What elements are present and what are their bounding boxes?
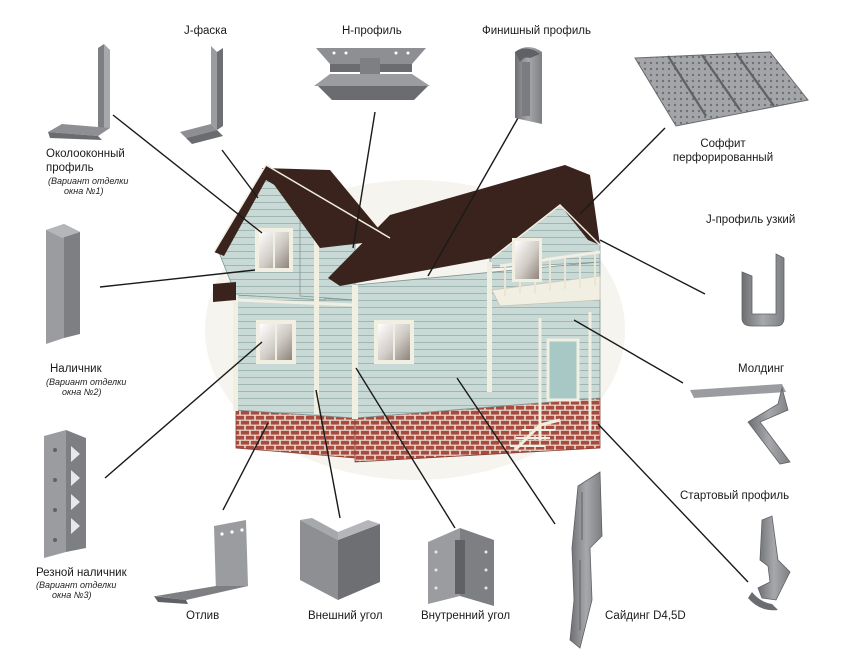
- label-carved-note-1: (Вариант отделки: [36, 580, 117, 590]
- label-j-narrow: J-профиль узкий: [706, 214, 796, 226]
- leader-inner-corner: [355, 367, 456, 529]
- label-inner-corner: Внутренний угол: [421, 610, 511, 622]
- finish-profile-part: [515, 47, 542, 124]
- label-outer-corner: Внешний угол: [308, 610, 383, 622]
- leader-j-faska: [221, 149, 259, 199]
- entrance-door: [546, 338, 580, 402]
- label-nalichnik-note-1: (Вариант отделки: [46, 377, 127, 387]
- nalichnik-part: [46, 224, 80, 344]
- leader-siding: [456, 377, 556, 525]
- carved-nalichnik-part: [44, 430, 86, 558]
- soffit-part: [634, 51, 809, 127]
- okoloocon-profile-part: [48, 44, 110, 140]
- leader-starter: [597, 423, 749, 583]
- label-nalichnik-title: Наличник: [50, 363, 102, 375]
- window-lower-left: [256, 320, 296, 364]
- label-soffit-line-2: перфорированный: [672, 152, 774, 164]
- window-right-wall: [374, 320, 414, 364]
- label-okoloocon-title-1: Околооконный: [46, 148, 125, 160]
- leader-okoloocon: [112, 114, 263, 234]
- label-starter: Стартовый профиль: [680, 490, 790, 502]
- h-profile-part: [314, 48, 430, 100]
- leader-otliv: [222, 422, 269, 511]
- otliv-part: [154, 520, 248, 604]
- leader-nalichnik: [99, 269, 256, 288]
- window-dormer: [512, 238, 542, 282]
- outer-corner-part: [300, 518, 380, 600]
- label-okoloocon-title-2: профиль: [46, 162, 94, 174]
- leader-outer-corner: [315, 389, 341, 519]
- j-faska-part: [180, 46, 223, 144]
- window-upper-left: [255, 228, 293, 272]
- label-carved-title: Резной наличник: [36, 567, 127, 579]
- leader-molding: [573, 319, 684, 384]
- leader-carved: [104, 341, 263, 479]
- label-okoloocon-note-1: (Вариант отделки: [48, 176, 129, 186]
- label-molding: Молдинг: [738, 363, 785, 375]
- leader-j-narrow: [599, 239, 706, 295]
- j-narrow-part: [741, 253, 785, 327]
- label-j-faska: J-фаска: [184, 25, 227, 37]
- molding-part: [690, 384, 791, 465]
- house-illustration: [205, 163, 625, 480]
- label-h-profile: Н-профиль: [342, 25, 402, 37]
- label-carved-note-2: окна №3): [52, 590, 92, 600]
- label-okoloocon-note-2: окна №1): [64, 186, 104, 196]
- roof-main: [328, 165, 600, 286]
- label-finish-profile: Финишный профиль: [482, 25, 592, 37]
- label-otliv: Отлив: [186, 610, 220, 622]
- starter-profile-part: [748, 515, 791, 611]
- label-nalichnik-note-2: окна №2): [62, 387, 102, 397]
- inner-corner-part: [428, 528, 494, 606]
- siding-panel-part: [569, 471, 603, 649]
- leader-soffit: [579, 127, 666, 215]
- leader-lines: [99, 111, 749, 583]
- leader-h-profile: [352, 111, 376, 249]
- label-soffit-line-1: Соффит: [700, 138, 746, 150]
- leader-finish-profile: [427, 117, 519, 277]
- roof-front-gable: [214, 165, 390, 256]
- label-siding: Сайдинг D4,5D: [605, 610, 686, 622]
